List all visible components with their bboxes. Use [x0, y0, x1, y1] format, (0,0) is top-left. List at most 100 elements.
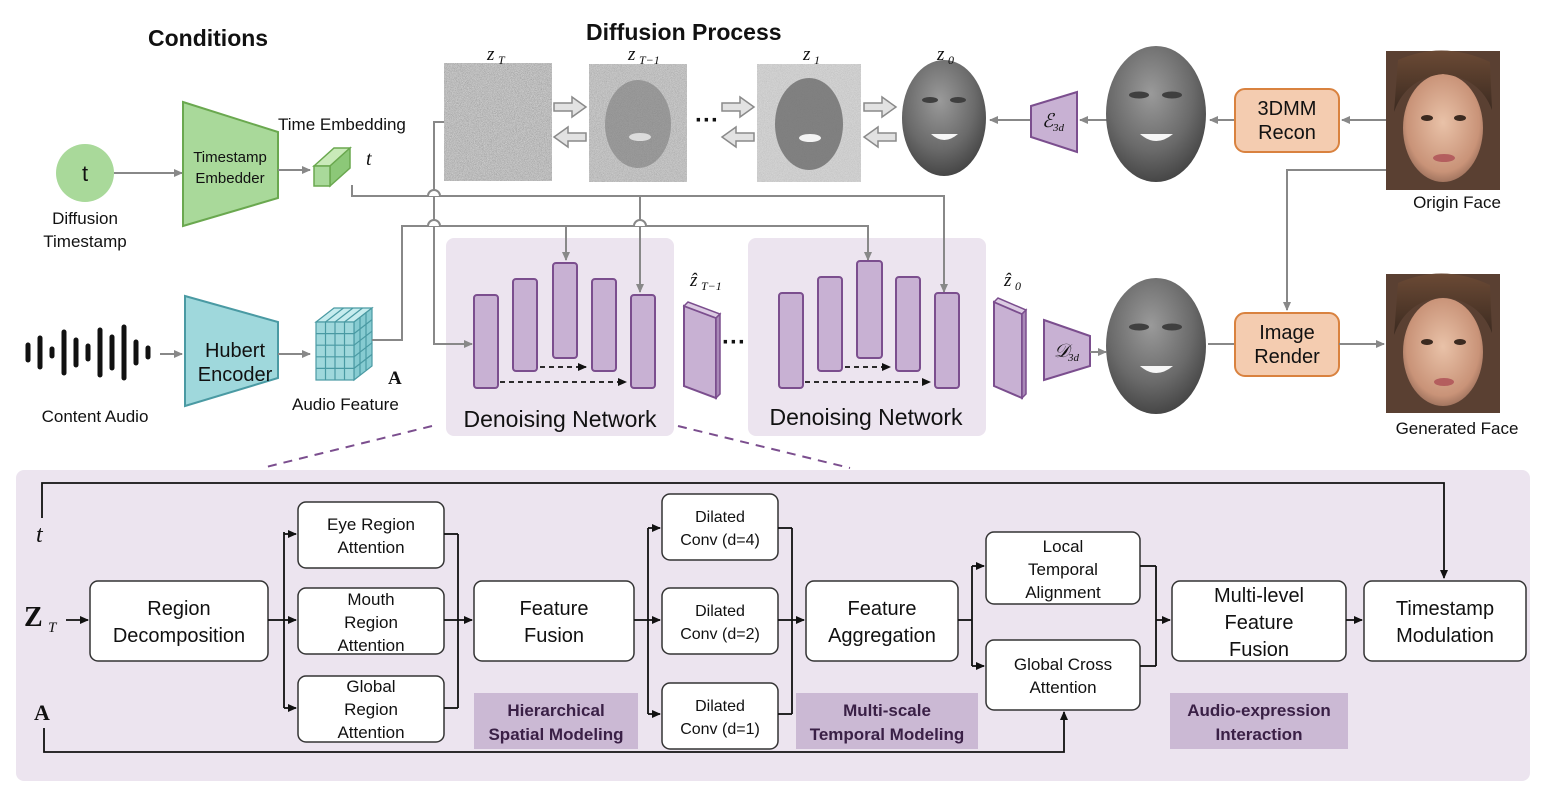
z0-label: z	[936, 44, 945, 65]
detail-t-symbol: t	[36, 522, 44, 548]
timestamp-embedder-label-1: Timestamp	[193, 149, 267, 166]
conv4-label-2: Conv (d=4)	[680, 532, 760, 549]
reconstructed-mesh-face	[1106, 46, 1206, 182]
global-region-label-2: Region	[344, 700, 398, 719]
unet-bars-2	[778, 260, 960, 389]
origin-face-photo	[1386, 50, 1500, 190]
global-region-attention-block	[297, 675, 445, 743]
region-decomposition-label-2: Decomposition	[113, 625, 245, 647]
tag-temporal-label-2: Temporal Modeling	[810, 725, 965, 744]
double-arrow-1	[552, 95, 588, 149]
mouth-region-label-1: Mouth	[347, 590, 394, 609]
fanout-temporal	[958, 566, 973, 666]
zhat-0-label: ẑ	[1003, 270, 1012, 291]
encoder-3d-sub: 3d	[1052, 122, 1065, 134]
noise-image-zT	[444, 63, 552, 181]
audio-feature-label: Audio Feature	[292, 395, 399, 414]
line-hop-c	[633, 219, 647, 227]
mouth-region-attention-block	[297, 587, 445, 655]
local-label-2: Temporal	[1028, 560, 1098, 579]
line-t-to-networks	[351, 185, 948, 293]
fanin-fusion	[444, 533, 459, 709]
line-a-to-cross	[43, 711, 1068, 753]
dilated-conv-2-block	[661, 587, 779, 655]
denoising-network-label-1: Denoising Network	[463, 406, 657, 432]
time-embedding-t-symbol: t	[366, 148, 372, 170]
audio-waveform-icon	[25, 324, 151, 381]
hubert-encoder-block	[184, 294, 279, 408]
hubert-encoder-label-2: Encoder	[198, 364, 273, 386]
3dmm-recon-label-2: Recon	[1258, 122, 1316, 144]
global-cross-attention-block	[985, 639, 1141, 711]
encoder-3d-symbol: ℰ	[1042, 111, 1056, 132]
feature-fusion-label-2: Fusion	[524, 625, 584, 647]
double-arrow-2	[720, 95, 756, 149]
z1-label: z	[802, 44, 811, 65]
line-t-to-modulation	[41, 482, 1448, 579]
latent-slab-zhatT1	[683, 304, 717, 400]
zT1-label: z	[627, 44, 636, 65]
tag-temporal-modeling	[796, 693, 978, 749]
face-mesh-z0	[902, 60, 986, 176]
origin-face-label: Origin Face	[1413, 193, 1501, 212]
content-audio-label: Content Audio	[42, 407, 149, 426]
arrow-origin-to-render	[1283, 169, 1386, 311]
multi-level-feature-fusion-block	[1171, 580, 1347, 662]
3dmm-recon-block	[1234, 88, 1340, 153]
conv4-label-1: Dilated	[695, 509, 745, 526]
encoder-3d-block	[1030, 90, 1078, 154]
conv2-label-2: Conv (d=2)	[680, 626, 760, 643]
mlff-label-3: Fusion	[1229, 639, 1289, 661]
decoder-3d-block	[1043, 318, 1091, 382]
aggregation-label-1: Feature	[848, 598, 917, 620]
image-render-label-2: Render	[1254, 346, 1320, 368]
zhat-T1-sub: T−1	[701, 279, 722, 293]
conditions-heading: Conditions	[148, 25, 268, 51]
conv1-label-1: Dilated	[695, 698, 745, 715]
z1-sub: 1	[814, 53, 820, 67]
detail-z-symbol: Z	[24, 602, 43, 633]
mlff-label-1: Multi-level	[1214, 585, 1304, 607]
line-hop-b	[427, 219, 441, 227]
3dmm-recon-label-1: 3DMM	[1258, 98, 1317, 120]
time-embedding-label: Time Embedding	[278, 115, 406, 134]
time-embedding-cube	[312, 146, 352, 188]
feature-fusion-label-1: Feature	[520, 598, 589, 620]
local-label-3: Alignment	[1025, 583, 1101, 602]
fanin-aggregation	[778, 527, 793, 715]
line-hop-a	[427, 189, 441, 197]
feature-aggregation-block	[805, 580, 959, 662]
detail-z-sub: T	[48, 620, 58, 636]
generated-mesh-face	[1106, 278, 1206, 414]
z0-sub: 0	[948, 53, 954, 67]
generated-face-photo	[1386, 273, 1500, 413]
denoising-dots: ···	[722, 329, 746, 356]
zT1-sub: T−1	[639, 53, 660, 67]
global-region-label-1: Global	[346, 677, 395, 696]
zoom-line-right	[677, 425, 851, 469]
global-cross-label-1: Global Cross	[1014, 655, 1112, 674]
image-render-label-1: Image	[1259, 322, 1315, 344]
detail-a-symbol: A	[34, 700, 50, 725]
tag-spatial-label-1: Hierarchical	[507, 701, 604, 720]
line-audio-to-networks	[372, 225, 872, 341]
global-cross-label-2: Attention	[1029, 678, 1096, 697]
global-region-label-3: Attention	[337, 723, 404, 742]
noisy-face-zT1	[589, 64, 687, 182]
mouth-region-label-2: Region	[344, 613, 398, 632]
local-temporal-alignment-block	[985, 531, 1141, 605]
diffusion-process-heading: Diffusion Process	[586, 19, 782, 45]
conv2-label-1: Dilated	[695, 603, 745, 620]
tag-audio-interaction	[1170, 693, 1348, 749]
aggregation-label-2: Aggregation	[828, 625, 936, 647]
timestamp-embedder-label-2: Embedder	[195, 170, 264, 187]
zT-sub: T	[498, 53, 506, 67]
timestamp-circle-label: t	[82, 161, 88, 186]
tag-spatial-modeling	[474, 693, 638, 749]
diffusion-timestamp-label-2: Timestamp	[43, 232, 126, 251]
generated-face-label: Generated Face	[1396, 419, 1519, 438]
modulation-label-2: Modulation	[1396, 625, 1494, 647]
eye-region-label-1: Eye Region	[327, 515, 415, 534]
